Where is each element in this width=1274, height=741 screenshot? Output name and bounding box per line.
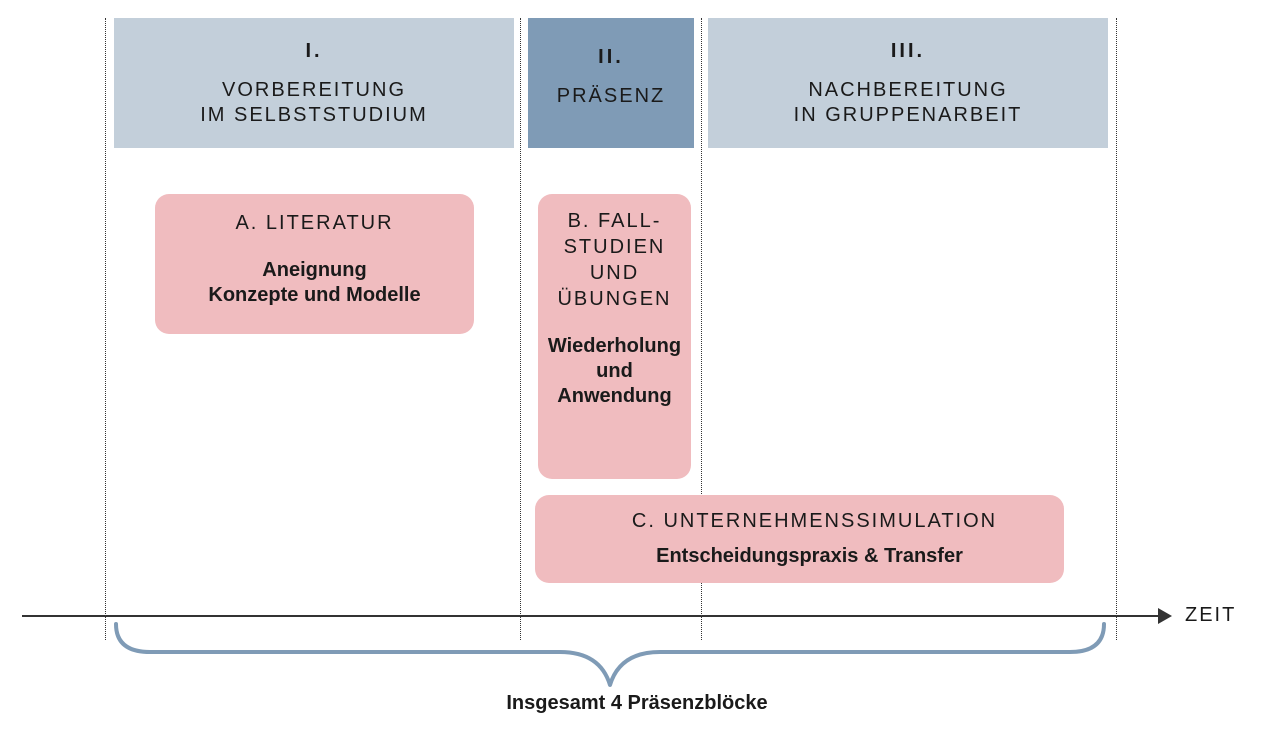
phase-praesenz: II. PRÄSENZ	[528, 18, 694, 148]
phase-number: I.	[305, 39, 323, 62]
phase-vorbereitung: I. VORBEREITUNG IM SELBSTSTUDIUM	[114, 18, 514, 148]
card-fallstudien-head-line1: B. FALL-	[567, 210, 662, 232]
time-axis-label: ZEIT	[1185, 604, 1237, 626]
summary-label: Insgesamt 4 Präsenzblöcke	[506, 692, 768, 714]
card-fallstudien-body-line1: Wiederholung	[547, 335, 682, 357]
phase-number: III.	[890, 39, 926, 62]
phase-nachbereitung: III. NACHBEREITUNG IN GRUPPENARBEIT	[708, 18, 1108, 148]
card-fallstudien-body-line3: Anwendung	[557, 385, 672, 407]
separator-start	[105, 18, 106, 640]
card-literatur-head: A. LITERATUR	[235, 212, 394, 234]
separator-end	[1116, 18, 1117, 640]
card-fallstudien-body-line2: und	[596, 360, 633, 382]
card-simulation-head: C. UNTERNEHMENSSIMULATION	[631, 510, 998, 532]
card-literatur-body-line1: Aneignung	[262, 259, 367, 281]
phase-title-line2: IM SELBSTSTUDIUM	[200, 103, 428, 126]
phase-number: II.	[598, 46, 624, 68]
phase-title-line1: NACHBEREITUNG	[808, 78, 1008, 101]
card-fallstudien-head-line3: UND	[589, 262, 640, 284]
card-simulation-body: Entscheidungspraxis & Transfer	[656, 545, 963, 567]
card-fallstudien: B. FALL- STUDIEN UND ÜBUNGEN Wiederholun…	[538, 194, 691, 479]
card-fallstudien-head-line2: STUDIEN	[563, 236, 666, 258]
card-literatur-body-line2: Konzepte und Modelle	[208, 284, 421, 306]
separator-phase2-phase3	[701, 18, 702, 640]
time-axis	[22, 615, 1162, 617]
card-simulation: C. UNTERNEHMENSSIMULATION Entscheidungsp…	[535, 495, 1064, 583]
card-literatur: A. LITERATUR Aneignung Konzepte und Mode…	[155, 194, 474, 334]
phase-title-line1: PRÄSENZ	[556, 85, 666, 107]
separator-phase1-phase2	[520, 18, 521, 640]
card-fallstudien-head-line4: ÜBUNGEN	[557, 288, 672, 310]
time-axis-arrowhead	[1158, 608, 1172, 624]
phase-title-line2: IN GRUPPENARBEIT	[793, 103, 1023, 126]
phase-title-line1: VORBEREITUNG	[221, 78, 407, 101]
